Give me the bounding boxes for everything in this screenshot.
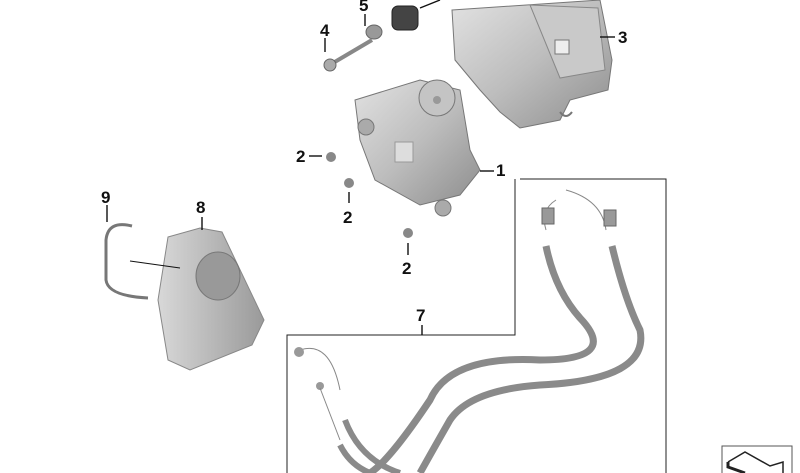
callout-1: 1 — [496, 161, 506, 180]
callout-2c: 2 — [402, 259, 412, 278]
callout-2b: 2 — [343, 208, 353, 227]
screws — [326, 152, 413, 238]
callout-2a: 2 — [296, 147, 306, 166]
callout-4: 4 — [320, 21, 330, 40]
callout-9: 9 — [101, 188, 111, 207]
actuator-housing — [451, 0, 613, 129]
cover-bracket — [157, 227, 265, 371]
callout-5: 5 — [359, 0, 369, 15]
view-orientation-icon — [721, 445, 793, 473]
callout-7: 7 — [416, 306, 426, 325]
bowden-cable-set — [286, 178, 667, 473]
actuator-motor — [354, 79, 481, 217]
bolt — [323, 38, 374, 72]
callout-3: 3 — [618, 28, 628, 47]
callout-8: 8 — [196, 198, 206, 217]
bushing — [365, 5, 419, 40]
leader-lines — [106, 0, 615, 335]
spring-clip — [104, 223, 149, 300]
